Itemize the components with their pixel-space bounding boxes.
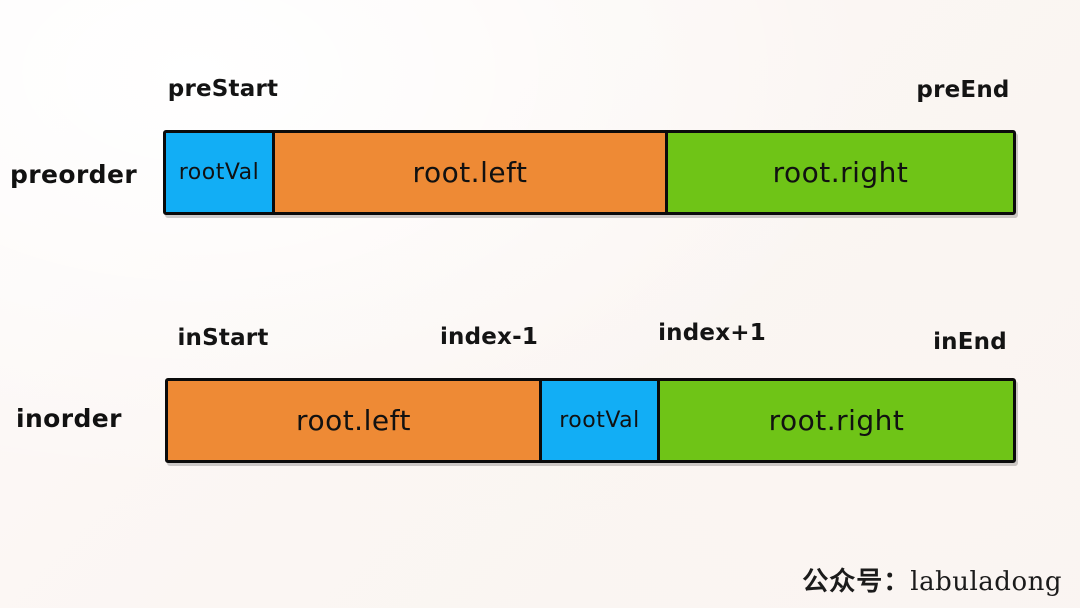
row-label-preorder: preorder [10, 160, 138, 189]
segment-in-rootright-label: root.right [768, 404, 905, 437]
caption-in-start: inStart [177, 325, 269, 351]
row-label-inorder: inorder [16, 404, 122, 433]
segment-in-rootleft: root.left [168, 381, 542, 460]
segment-pre-rootval-label: rootVal [178, 160, 260, 185]
preorder-bar: rootVal root.left root.right [163, 130, 1016, 215]
segment-pre-rootright-label: root.right [772, 156, 909, 189]
segment-pre-rootleft: root.left [275, 133, 668, 212]
caption-pre-end: preEnd [916, 77, 1010, 103]
caption-index-plus-1: index+1 [658, 320, 766, 346]
segment-pre-rootval: rootVal [166, 133, 275, 212]
watermark-name: labuladong [910, 567, 1062, 597]
caption-pre-start: preStart [167, 76, 279, 102]
segment-in-rootright: root.right [660, 381, 1013, 460]
segment-pre-rootright: root.right [668, 133, 1013, 212]
segment-in-rootleft-label: root.left [296, 404, 411, 437]
watermark: 公众号：labuladong [802, 561, 1062, 598]
watermark-prefix: 公众号： [802, 567, 911, 597]
caption-in-end: inEnd [933, 329, 1007, 355]
caption-index-minus-1: index-1 [439, 324, 539, 350]
inorder-bar: root.left rootVal root.right [165, 378, 1016, 463]
segment-in-rootval: rootVal [542, 381, 660, 460]
segment-pre-rootleft-label: root.left [412, 156, 528, 189]
segment-in-rootval-label: rootVal [559, 408, 640, 433]
